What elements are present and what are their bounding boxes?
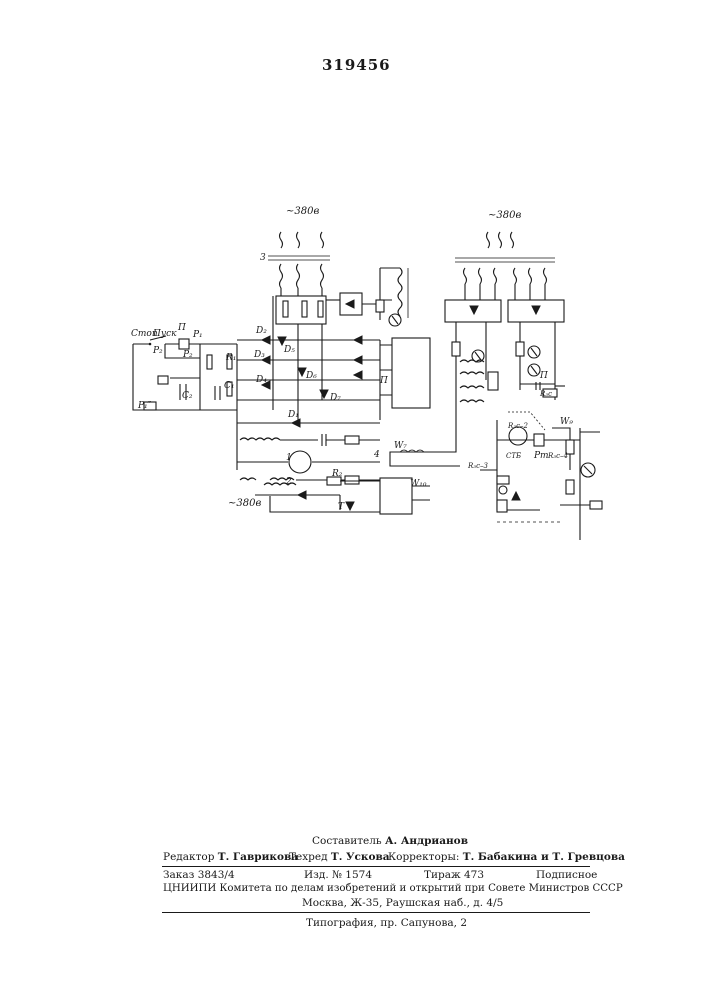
- transformer-label: 3: [260, 253, 266, 263]
- techred-name: Т. Ускова: [331, 851, 390, 863]
- control-diode-block: [340, 268, 408, 326]
- divider-bottom: [162, 912, 590, 913]
- start-label: Пуск: [152, 329, 177, 339]
- p-right-label: П: [379, 376, 388, 386]
- rzc2-label: R₃с–2: [507, 422, 528, 430]
- correctors-line: Корректоры: Т. Бабакина и Т. Гревцова: [388, 852, 625, 863]
- ctb-label: СТБ: [506, 452, 521, 460]
- p2-label: Р₂: [152, 346, 163, 356]
- p2b-label: Р₂: [182, 350, 193, 360]
- p1pp-label: Р₁″: [137, 401, 152, 411]
- c1-label: С₁: [224, 381, 235, 391]
- order-number: Заказ 3843/4: [163, 870, 235, 881]
- r2-label: R₂: [331, 469, 343, 479]
- w7-label: W₇: [394, 441, 407, 451]
- rzc3-label: R₃с–3: [467, 462, 488, 470]
- n4-label: 4: [373, 450, 380, 460]
- w9-label: W₉: [560, 417, 573, 427]
- divider-top: [162, 866, 590, 867]
- mains-bottom-label: ~380в: [228, 498, 261, 509]
- d3-label: D₃: [253, 350, 265, 360]
- techred-label: Техред: [289, 851, 328, 863]
- right-mains-input: [455, 232, 555, 300]
- printing-house-line: Типография, пр. Сапунова, 2: [306, 918, 467, 929]
- d5-label: D₅: [283, 345, 295, 355]
- brake-motor-section: [390, 412, 602, 540]
- correctors-names: Т. Бабакина и Т. Гревцова: [463, 851, 625, 863]
- d1-label: D₁: [287, 410, 299, 420]
- correctors-label: Корректоры:: [388, 851, 459, 863]
- rzc4-label: R₃с–4: [547, 452, 568, 460]
- r1-label: R₁: [225, 353, 236, 363]
- compiler-line: Составитель А. Андрианов: [312, 836, 468, 847]
- institute-line: ЦНИИПИ Комитета по делам изобретений и о…: [163, 884, 623, 894]
- mains-left-label: ~380в: [286, 206, 319, 217]
- compiler-label: Составитель: [312, 835, 382, 847]
- address-line: Москва, Ж-35, Раушская наб., д. 4/5: [302, 898, 503, 909]
- c2-label: С₂: [182, 391, 193, 401]
- p-mid-label: П: [539, 371, 548, 381]
- d6-label: D₆: [305, 371, 317, 381]
- print-run: Тираж 473: [424, 870, 484, 881]
- diagram-labels: ~380в ~380в ~380в 3 Стоп Пуск П Р₁ Р₂ Р₂…: [131, 206, 573, 512]
- rzc-label: R₃с: [539, 390, 552, 398]
- left-mains-input: [268, 232, 330, 300]
- t-label: Т: [338, 502, 345, 512]
- editor-name: Т. Гаврикова: [218, 851, 298, 863]
- w10-label: W₁₀: [410, 479, 427, 489]
- pt-label: Рт: [533, 451, 549, 461]
- field-label: 2: [285, 477, 292, 487]
- d2-label: D₂: [255, 326, 267, 336]
- compiler-name: А. Андрианов: [385, 835, 468, 847]
- subscription-note: Подписное: [536, 870, 597, 881]
- d4-label: D₄: [255, 375, 267, 385]
- motor-circuit: [237, 419, 380, 484]
- techred-line: Техред Т. Ускова: [289, 852, 390, 863]
- mains-right-label: ~380в: [488, 210, 521, 221]
- p-contact-label: П: [177, 323, 186, 333]
- editor-label: Редактор: [163, 851, 214, 863]
- motor-label: 1: [286, 453, 292, 463]
- edition-number: Изд. № 1574: [304, 870, 372, 881]
- editor-line: Редактор Т. Гаврикова: [163, 852, 298, 863]
- d7-label: D₇: [329, 393, 341, 403]
- p1-label: Р₁: [192, 330, 203, 340]
